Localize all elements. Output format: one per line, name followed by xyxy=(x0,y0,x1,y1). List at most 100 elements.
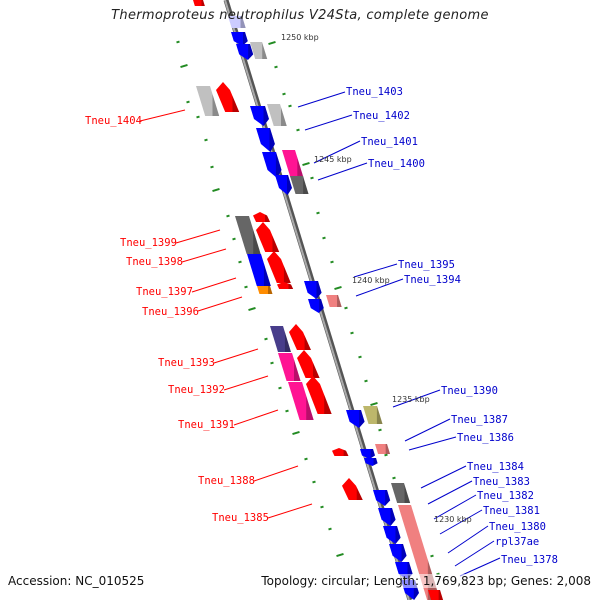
gene-label-tneu-1381[interactable]: Tneu_1381 xyxy=(483,505,540,517)
feature-tneu-1402[interactable] xyxy=(256,128,275,152)
tick-mark xyxy=(378,428,382,432)
tick-label-1235: 1235 kbp xyxy=(392,395,430,404)
leader-line xyxy=(404,418,451,442)
leader-line xyxy=(139,109,186,122)
feature-partial-red-bottom[interactable] xyxy=(428,590,444,600)
feature-tneu-1395[interactable] xyxy=(304,281,322,299)
gene-label-rpl37ae[interactable]: rpl37ae xyxy=(495,536,539,548)
gene-label-tneu-1387[interactable]: Tneu_1387 xyxy=(451,414,508,426)
tick-marks-left xyxy=(176,40,344,558)
gene-label-tneu-1399[interactable]: Tneu_1399 xyxy=(120,237,177,249)
tick-mark xyxy=(302,161,310,167)
feature-tneu-1382[interactable] xyxy=(383,526,401,544)
feature-tneu-1397[interactable] xyxy=(257,286,273,294)
feature-track xyxy=(193,0,444,600)
feature-tneu-1400-b[interactable] xyxy=(290,176,309,194)
feature-tneu-1381[interactable] xyxy=(389,544,407,562)
gene-label-tneu-1396[interactable]: Tneu_1396 xyxy=(142,306,199,318)
gene-label-tneu-1383[interactable]: Tneu_1383 xyxy=(473,476,530,488)
feature-tneu-1387-b[interactable] xyxy=(364,458,378,466)
feature-tneu-1404-b[interactable] xyxy=(216,82,240,112)
gene-label-tneu-1384[interactable]: Tneu_1384 xyxy=(467,461,524,473)
feature-cds[interactable] xyxy=(231,32,248,46)
feature-tneu-1396[interactable] xyxy=(277,282,294,289)
gene-label-tneu-1380[interactable]: Tneu_1380 xyxy=(489,521,546,533)
gene-label-tneu-1397[interactable]: Tneu_1397 xyxy=(136,286,193,298)
leader-line xyxy=(304,114,353,131)
gene-label-tneu-1391[interactable]: Tneu_1391 xyxy=(178,419,235,431)
leader-line xyxy=(213,348,259,364)
feature-tneu-1393-b[interactable] xyxy=(289,324,311,350)
feature-tneu-1387[interactable] xyxy=(360,449,375,459)
tick-mark xyxy=(176,40,180,44)
feature-tneu-1392-b[interactable] xyxy=(297,350,320,378)
leader-line xyxy=(459,557,501,577)
feature-tneu-1399-b[interactable] xyxy=(253,212,271,222)
feature-tneu-1393[interactable] xyxy=(270,326,291,352)
feature-tneu-1398[interactable] xyxy=(247,254,271,286)
feature-tneu-1394-b[interactable] xyxy=(326,295,342,307)
gene-label-tneu-1402[interactable]: Tneu_1402 xyxy=(353,110,410,122)
tick-label-1240: 1240 kbp xyxy=(352,276,390,285)
feature-tneu-1403[interactable] xyxy=(250,106,269,126)
gene-label-tneu-1388[interactable]: Tneu_1388 xyxy=(198,475,255,487)
tick-label-1245: 1245 kbp xyxy=(314,155,352,164)
feature-cds[interactable] xyxy=(250,42,268,59)
feature-tneu-1401[interactable] xyxy=(262,152,282,178)
leader-line xyxy=(447,525,489,554)
tick-mark xyxy=(278,386,282,390)
page-title: Thermoproteus neutrophilus V24Sta, compl… xyxy=(111,8,489,23)
feature-tneu-1383[interactable] xyxy=(378,508,396,526)
tick-mark xyxy=(358,355,362,359)
feature-partial-blue[interactable] xyxy=(228,16,246,28)
leader-line xyxy=(353,263,398,278)
tick-mark xyxy=(310,176,314,180)
tick-labels: 1250 kbp 1245 kbp 1240 kbp 1235 kbp 1230… xyxy=(281,33,472,524)
tick-mark xyxy=(312,480,316,484)
gene-label-tneu-1392[interactable]: Tneu_1392 xyxy=(168,384,225,396)
feature-cds[interactable] xyxy=(236,44,254,60)
gene-label-tneu-1404[interactable]: Tneu_1404 xyxy=(85,115,142,127)
feature-tneu-1401-b[interactable] xyxy=(282,150,304,178)
feature-tneu-1392[interactable] xyxy=(278,353,301,381)
feature-tneu-1399[interactable] xyxy=(235,216,261,254)
feature-tneu-1390[interactable] xyxy=(346,410,365,428)
gene-label-tneu-1394[interactable]: Tneu_1394 xyxy=(404,274,461,286)
feature-tneu-1388[interactable] xyxy=(332,448,349,456)
feature-tneu-1400[interactable] xyxy=(275,175,292,195)
tick-mark xyxy=(264,337,268,341)
gene-label-tneu-1393[interactable]: Tneu_1393 xyxy=(158,357,215,369)
tick-mark xyxy=(304,457,308,461)
gene-label-tneu-1398[interactable]: Tneu_1398 xyxy=(126,256,183,268)
tick-mark xyxy=(282,92,286,96)
gene-label-tneu-1386[interactable]: Tneu_1386 xyxy=(457,432,514,444)
feature-tneu-1399-c[interactable] xyxy=(256,222,280,252)
tick-mark xyxy=(296,128,300,132)
label-leaders xyxy=(139,91,501,577)
tick-mark xyxy=(430,554,434,558)
feature-tneu-1403-b[interactable] xyxy=(267,104,287,126)
gene-label-tneu-1395[interactable]: Tneu_1395 xyxy=(398,259,455,271)
leader-line xyxy=(191,277,237,293)
gene-label-tneu-1400[interactable]: Tneu_1400 xyxy=(368,158,425,170)
gene-label-tneu-1401[interactable]: Tneu_1401 xyxy=(361,136,418,148)
feature-tneu-1384-b[interactable] xyxy=(391,483,411,503)
tick-mark xyxy=(270,361,274,365)
gene-label-tneu-1378[interactable]: Tneu_1378 xyxy=(501,554,558,566)
feature-tneu-1391-b[interactable] xyxy=(306,376,332,414)
feature-tneu-1394[interactable] xyxy=(308,299,324,313)
feature-tneu-1398-b[interactable] xyxy=(267,251,291,283)
feature-tneu-1391[interactable] xyxy=(288,382,314,420)
gene-label-tneu-1403[interactable]: Tneu_1403 xyxy=(346,86,403,98)
tick-mark xyxy=(244,285,248,289)
gene-label-tneu-1390[interactable]: Tneu_1390 xyxy=(441,385,498,397)
gene-label-tneu-1385[interactable]: Tneu_1385 xyxy=(212,512,269,524)
feature-partial-red[interactable] xyxy=(193,0,205,6)
feature-tneu-1386[interactable] xyxy=(375,444,391,454)
feature-tneu-1385[interactable] xyxy=(342,478,363,500)
tick-mark xyxy=(238,260,242,264)
feature-tneu-1390-b[interactable] xyxy=(363,406,383,424)
feature-tneu-1384[interactable] xyxy=(373,490,391,506)
gene-label-tneu-1382[interactable]: Tneu_1382 xyxy=(477,490,534,502)
feature-tneu-1404[interactable] xyxy=(196,86,220,116)
